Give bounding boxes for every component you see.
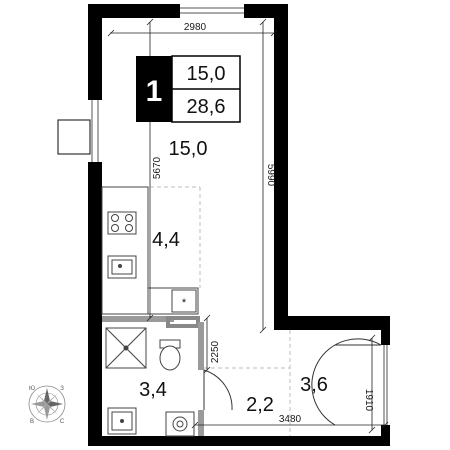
dim-bottom-width: 3480 [279,414,302,425]
sink-icon [107,255,137,279]
interior-partitions [102,316,204,436]
area-living: 15,0 [169,138,208,160]
badge-room-count: 1 [146,75,163,108]
compass-label-right: С [60,419,65,425]
area-kitchen: 4,4 [152,229,180,251]
window-sill [57,119,91,155]
dim-top-width: 2980 [184,22,207,33]
right-wall-upper [274,4,288,328]
compass-rose-icon: З Ю В С [28,385,66,425]
left-wall-upper [88,4,102,100]
top-window [180,4,244,18]
area-hallway: 2,2 [246,394,274,416]
dim-hall-height: 2250 [210,340,221,363]
doors [203,338,382,426]
loggia-door-swing [311,338,382,426]
bathroom-right-partition-lower [198,410,204,436]
dim-left-height: 5670 [152,156,163,179]
loggia-top-wall [274,316,390,330]
compass-label-top: З [60,386,64,392]
area-badge: 1 15,0 28,6 [136,55,241,123]
zone-lines [150,186,291,436]
svg-text:*: * [182,297,187,309]
bathroom-door-swing [203,369,233,411]
bathroom-sink-icon [107,407,137,435]
bathroom-right-partition [198,322,204,370]
badge-total-area: 28,6 [187,96,226,118]
bathroom-top-partition [102,316,174,322]
bottom-wall [88,436,390,446]
compass-label-bottom: В [30,419,34,425]
washing-machine-icon [165,411,195,437]
toilet-icon [159,339,181,371]
left-window [57,100,102,162]
compass-label-left: Ю [29,386,35,392]
shower-icon [105,327,147,369]
kitchen-counter [101,186,199,315]
dim-right-height: 5990 [265,164,276,187]
area-loggia: 3,6 [300,374,328,396]
area-bathroom: 3,4 [139,379,167,401]
fridge-icon: * [171,289,197,313]
stove-icon [107,211,137,235]
left-wall-lower [88,162,102,446]
dim-loggia-height: 1910 [363,389,374,412]
loggia-glazing [381,345,390,425]
badge-room-count-bg [136,56,172,122]
badge-living-area: 15,0 [187,63,226,85]
